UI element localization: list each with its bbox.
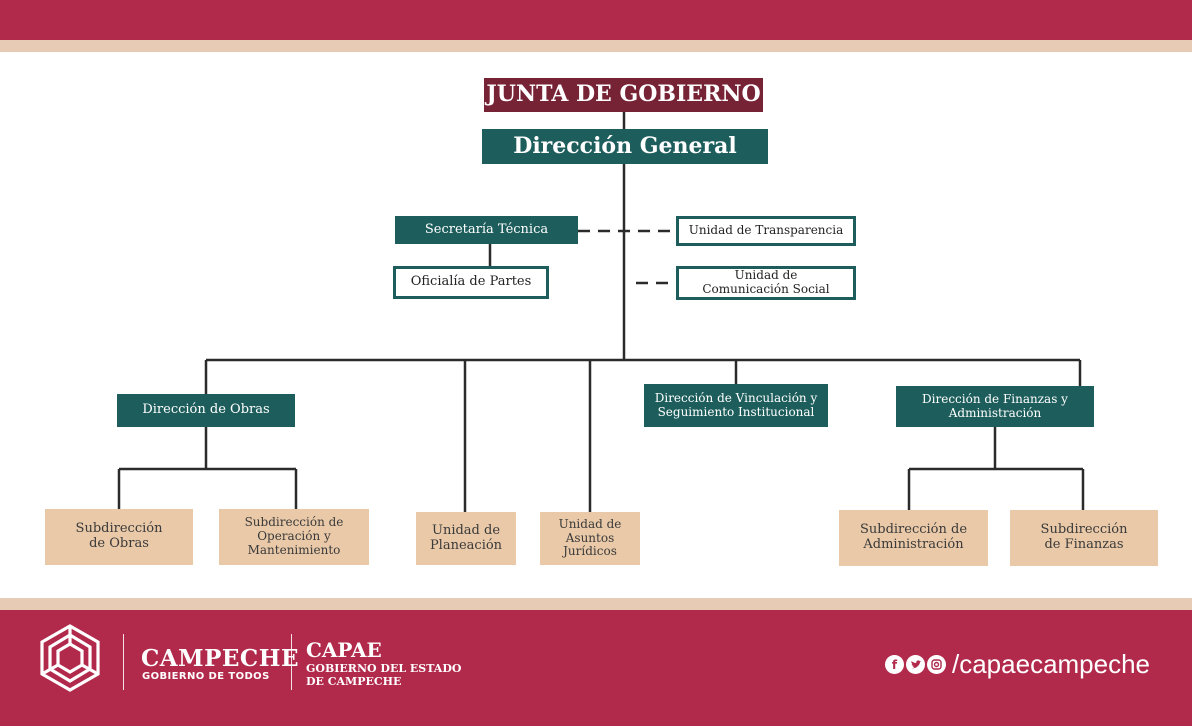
direccion-general-box: Dirección General [482, 129, 768, 164]
twitter-icon[interactable] [906, 655, 925, 674]
capae-brand: CAPAE [306, 638, 382, 662]
subdireccion-finanzas-box: Subdirección de Finanzas [1010, 510, 1158, 566]
instagram-icon[interactable] [927, 655, 946, 674]
footer-divider-1 [123, 634, 124, 690]
header-stripe [0, 40, 1192, 52]
footer-stripe [0, 598, 1192, 610]
capae-line-2: DE CAMPECHE [306, 675, 402, 688]
unidad-transparencia-box: Unidad de Transparencia [676, 216, 856, 246]
footer-band [0, 610, 1192, 726]
header-band [0, 0, 1192, 40]
facebook-icon[interactable]: f [885, 655, 904, 674]
campeche-logo-icon [40, 624, 100, 692]
unidad-asuntos-juridicos-box: Unidad de Asuntos Jurídicos [540, 512, 640, 565]
direccion-de-obras-box: Dirección de Obras [117, 394, 295, 427]
junta-de-gobierno-box: JUNTA DE GOBIERNO [484, 78, 763, 112]
capae-line-1: GOBIERNO DEL ESTADO [306, 662, 462, 675]
direccion-finanzas-box: Dirección de Finanzas y Administración [896, 386, 1094, 427]
direccion-vinculacion-box: Dirección de Vinculación y Seguimiento I… [644, 384, 828, 427]
unidad-planeacion-box: Unidad de Planeación [416, 512, 516, 565]
footer-divider-2 [291, 634, 292, 690]
subdireccion-operacion-box: Subdirección de Operación y Mantenimient… [219, 509, 369, 565]
subdireccion-administracion-box: Subdirección de Administración [839, 510, 988, 566]
subdireccion-obras-box: Subdirección de Obras [45, 509, 193, 565]
campeche-brand: CAMPECHE [141, 645, 300, 672]
oficialia-de-partes-box: Oficialía de Partes [393, 266, 549, 299]
social-links: f /capaecampeche [885, 649, 1150, 680]
campeche-tagline: GOBIERNO DE TODOS [142, 671, 270, 682]
social-handle[interactable]: /capaecampeche [952, 649, 1151, 679]
secretaria-tecnica-box: Secretaría Técnica [395, 216, 578, 244]
unidad-comunicacion-social-box: Unidad de Comunicación Social [676, 266, 856, 300]
